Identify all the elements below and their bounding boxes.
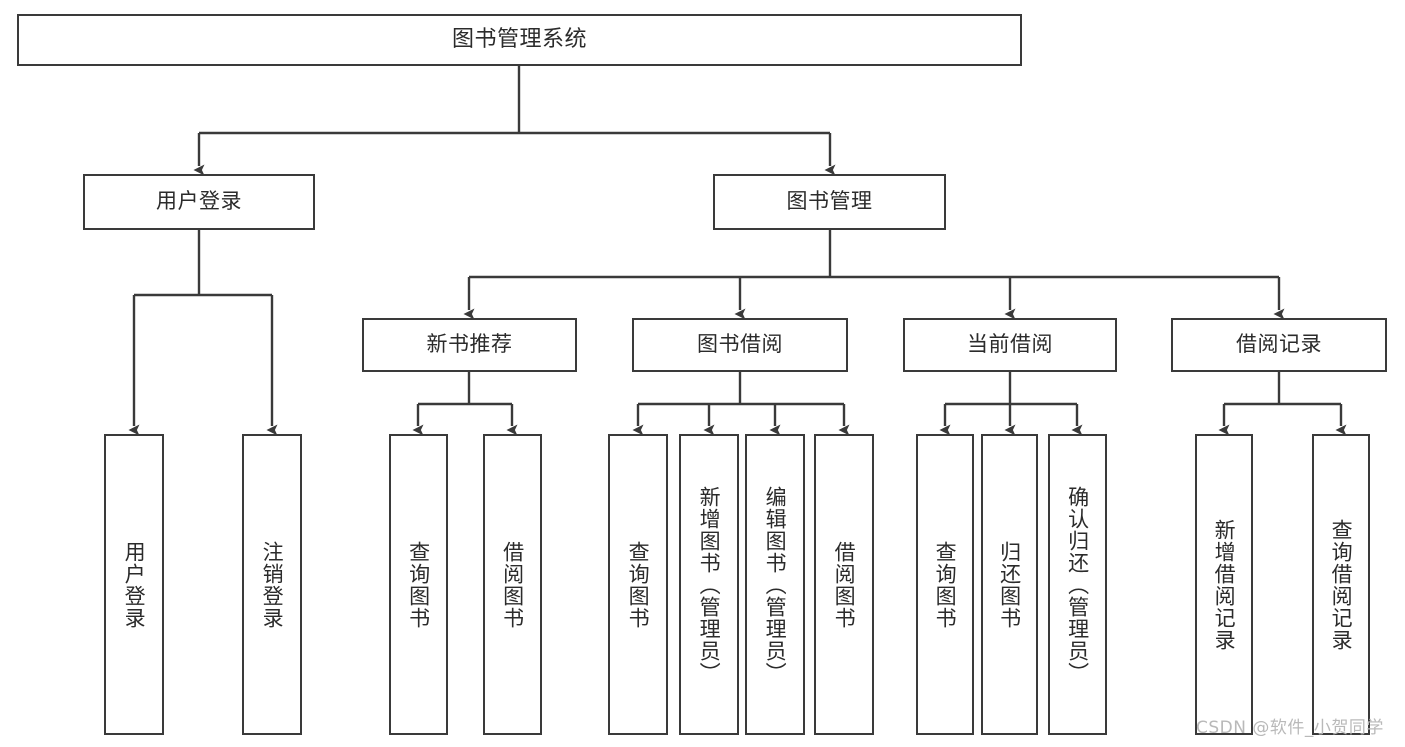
node-label: 查询图书	[406, 540, 431, 629]
node-leaf-add-book-admin[interactable]: 新增图书（管理员）	[679, 434, 739, 735]
node-leaf-edit-book-admin[interactable]: 编辑图书（管理员）	[745, 434, 805, 735]
node-label: 用户登录	[156, 189, 242, 214]
node-label: 新增图书（管理员）	[697, 485, 722, 684]
node-user-login[interactable]: 用户登录	[83, 174, 315, 230]
node-book-management[interactable]: 图书管理	[713, 174, 946, 230]
node-label: 归还图书	[997, 540, 1022, 629]
node-leaf-query-book-recommend[interactable]: 查询图书	[389, 434, 448, 735]
node-label: 图书借阅	[697, 332, 783, 357]
node-label: 图书管理	[786, 189, 873, 214]
node-leaf-borrow-book-recommend[interactable]: 借阅图书	[483, 434, 542, 735]
node-label: 借阅图书	[500, 540, 525, 629]
node-leaf-return-book[interactable]: 归还图书	[981, 434, 1038, 735]
node-label: 注销登录	[260, 540, 285, 629]
node-current-borrowing[interactable]: 当前借阅	[903, 318, 1117, 372]
node-label: 查询图书	[933, 540, 958, 629]
node-label: 新增借阅记录	[1212, 518, 1237, 651]
node-book-management-system[interactable]: 图书管理系统	[17, 14, 1022, 66]
node-leaf-user-login[interactable]: 用户登录	[104, 434, 164, 735]
node-leaf-logout[interactable]: 注销登录	[242, 434, 302, 735]
node-label: 编辑图书（管理员）	[763, 485, 788, 684]
node-label: 用户登录	[122, 540, 147, 629]
csdn-watermark: CSDN @软件_小贺同学	[1196, 718, 1384, 738]
node-leaf-borrow-book[interactable]: 借阅图书	[814, 434, 874, 735]
node-label: 图书管理系统	[451, 26, 587, 52]
node-label: 确认归还（管理员）	[1065, 485, 1090, 684]
node-label: 借阅图书	[832, 540, 857, 629]
node-leaf-add-borrow-record[interactable]: 新增借阅记录	[1195, 434, 1253, 735]
node-label: 借阅记录	[1236, 332, 1322, 357]
node-label: 当前借阅	[967, 332, 1053, 357]
node-leaf-query-borrow-record[interactable]: 查询借阅记录	[1312, 434, 1370, 735]
node-borrowing-record[interactable]: 借阅记录	[1171, 318, 1387, 372]
node-leaf-confirm-return-admin[interactable]: 确认归还（管理员）	[1048, 434, 1107, 735]
node-leaf-query-book-current[interactable]: 查询图书	[916, 434, 974, 735]
node-label: 查询借阅记录	[1329, 518, 1354, 651]
node-new-book-recommendation[interactable]: 新书推荐	[362, 318, 577, 372]
node-book-borrowing[interactable]: 图书借阅	[632, 318, 848, 372]
node-leaf-query-book-borrow[interactable]: 查询图书	[608, 434, 668, 735]
node-label: 新书推荐	[426, 332, 513, 357]
node-label: 查询图书	[626, 540, 651, 629]
